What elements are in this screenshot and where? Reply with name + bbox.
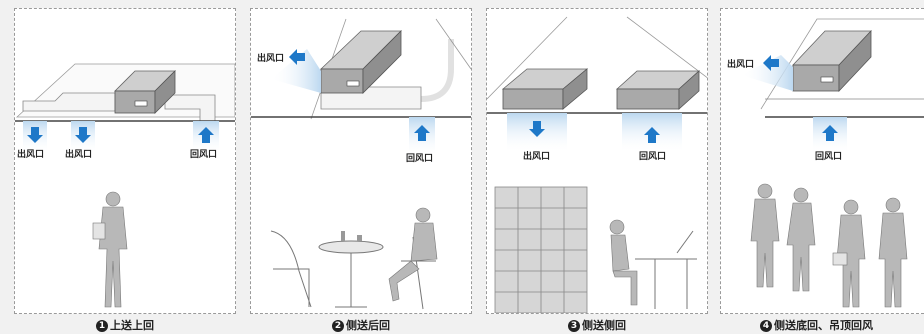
down-arrow-icon: [529, 121, 545, 137]
caption-text: 上送上回: [110, 319, 154, 332]
outlet-label: 出风口: [65, 150, 93, 160]
return-label: 回风口: [406, 154, 434, 164]
down-arrow-icon: [27, 127, 43, 143]
down-arrow-icon: [75, 127, 91, 143]
up-arrow-icon: [644, 127, 660, 143]
step-number: 3: [568, 320, 580, 332]
cafe-furniture: [270, 230, 436, 310]
panel-2-illustration: [251, 18, 471, 310]
panel-4-illustration: [741, 18, 924, 308]
panel-1-illustration: [15, 63, 235, 308]
outlet-label: 出风口: [727, 60, 755, 70]
step-number: 1: [96, 320, 108, 332]
left-arrow-icon: [763, 55, 779, 71]
left-arrow-icon: [289, 49, 305, 65]
step-number: 2: [332, 320, 344, 332]
people-group: [750, 183, 908, 308]
up-arrow-icon: [414, 125, 430, 141]
caption-text: 侧送侧回: [582, 319, 626, 332]
panel-1-top-supply-top-return: 出风口 出风口 回风口: [14, 8, 236, 314]
up-arrow-icon: [198, 127, 214, 143]
outlet-label: 出风口: [257, 54, 285, 64]
caption-text: 侧送底回、吊顶回风: [774, 319, 873, 332]
desk-workstation: [635, 230, 697, 309]
panel-2-side-supply-rear-return: 出风口 回风口: [250, 8, 472, 314]
caption-text: 侧送后回: [346, 319, 390, 332]
person-figure: [609, 219, 638, 306]
outlet-label: 出风口: [17, 150, 45, 160]
up-arrow-icon: [822, 125, 838, 141]
panel-4-side-supply-bottom-return: 出风口 回风口: [720, 8, 924, 314]
panel-3-side-supply-side-return: 出风口 回风口: [486, 8, 708, 314]
panel-3-illustration: [487, 16, 707, 313]
return-label: 回风口: [639, 152, 667, 162]
person-figure: [388, 207, 438, 302]
step-number: 4: [760, 320, 772, 332]
person-figure: [92, 191, 128, 308]
outlet-label: 出风口: [523, 152, 551, 162]
return-label: 回风口: [190, 150, 218, 160]
storage-shelf: [494, 186, 588, 313]
return-label: 回风口: [815, 152, 843, 162]
